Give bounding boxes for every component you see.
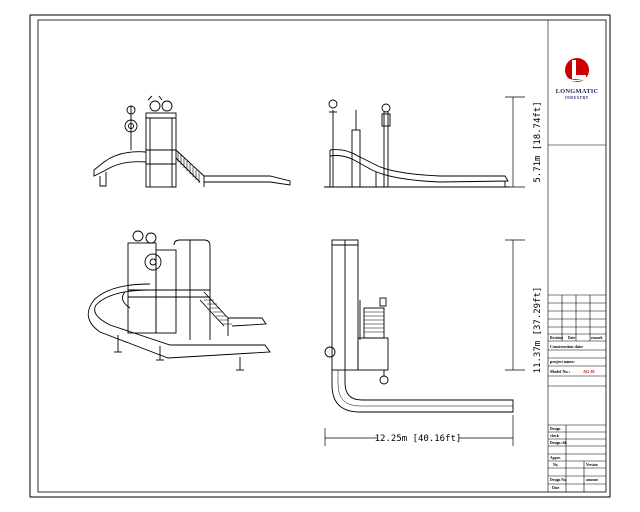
- date2-label: Date: [552, 486, 560, 490]
- model-no-label: Model No.:: [550, 369, 571, 374]
- outer-border: [29, 14, 611, 498]
- width-dimension-bottom: 12.25m [40.16ft]: [375, 434, 462, 444]
- height-dimension-bottom: 11.37m [37.29ft]: [533, 287, 543, 374]
- project-name-label: project name:: [550, 359, 576, 364]
- plan-view: [324, 239, 525, 446]
- revision-label: Revision: [550, 336, 563, 340]
- side-elevation-view: [324, 96, 525, 188]
- approve-label: Appro.: [550, 456, 561, 460]
- brand-logo: LONGMATIC INDUSTRY: [556, 58, 599, 100]
- amount-label: amount: [586, 478, 599, 482]
- title-block: [547, 20, 606, 492]
- design-label: Design: [550, 427, 560, 431]
- dimension-label-bg: [377, 432, 459, 444]
- remark-label: remark: [591, 336, 603, 340]
- perspective-view: [87, 230, 271, 371]
- construction-date-label: Construction date:: [550, 344, 584, 349]
- design-chk-label: Design chk: [550, 441, 567, 445]
- no-label: No.: [553, 463, 558, 467]
- brand-name: LONGMATIC: [556, 88, 599, 95]
- title-block-text: Revision Date remark Construction date: …: [550, 336, 603, 490]
- check-label: check: [550, 434, 559, 438]
- version-label: Version: [586, 463, 598, 467]
- model-no-value: AG-01: [583, 369, 595, 374]
- date-label: Date: [568, 336, 576, 340]
- inner-border: [37, 19, 607, 493]
- design-no-label: Design No.: [550, 478, 567, 482]
- front-elevation-view: [93, 95, 291, 188]
- height-dimension-top: 5.71m [18.74ft]: [533, 101, 543, 182]
- logo-l-mark-icon: [572, 60, 586, 79]
- brand-subtitle: INDUSTRY: [565, 96, 589, 100]
